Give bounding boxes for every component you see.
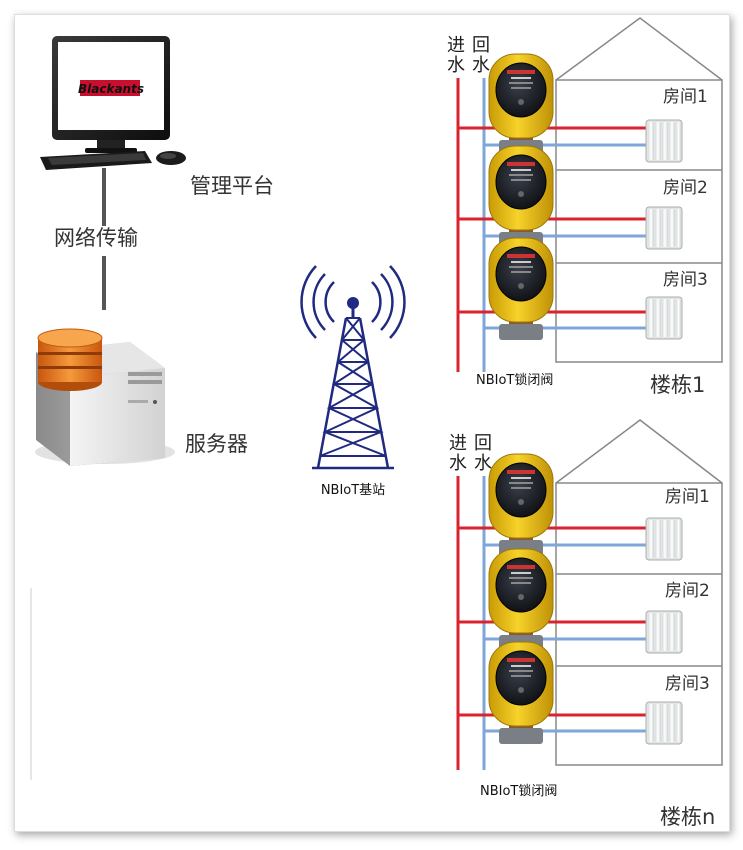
supply-label-1: 进 — [449, 433, 467, 454]
tower-antenna — [347, 297, 359, 309]
base-station-label: NBIoT基站 — [321, 483, 385, 498]
roof — [555, 419, 723, 484]
building-label: 楼栋n — [660, 805, 715, 829]
valve-icon — [488, 453, 554, 557]
room-label: 房间3 — [665, 674, 710, 694]
valve-caption: NBIoT锁闭阀 — [476, 372, 553, 388]
room-label: 房间3 — [663, 270, 708, 290]
management-platform-label: 管理平台 — [190, 174, 274, 198]
building-label: 楼栋1 — [650, 373, 705, 397]
room-label: 房间2 — [665, 581, 710, 601]
logo-text: Blackants — [78, 82, 144, 96]
valve-icon — [488, 641, 554, 745]
return-label-1: 回 — [472, 35, 490, 56]
valve-icon — [488, 548, 554, 652]
logo-bar — [80, 80, 140, 96]
return-label-2: 水 — [472, 55, 490, 76]
radiator-icon — [645, 206, 683, 250]
supply-label-2: 水 — [449, 453, 467, 474]
server-icon — [35, 328, 175, 466]
radiator-icon — [645, 517, 683, 561]
roof — [555, 17, 723, 81]
house-outline — [555, 482, 723, 766]
server-label: 服务器 — [185, 432, 248, 456]
house-outline — [555, 79, 723, 363]
valve-caption: NBIoT锁闭阀 — [480, 783, 557, 799]
supply-label-2: 水 — [447, 55, 465, 76]
return-label-2: 水 — [474, 453, 492, 474]
valve-icon — [488, 237, 554, 341]
monitor-icon — [40, 36, 186, 170]
cell-tower-icon — [300, 265, 406, 470]
network-transmission-label: 网络传输 — [54, 226, 138, 250]
room-label: 房间1 — [665, 487, 710, 507]
return-label-1: 回 — [474, 433, 492, 454]
radiator-icon — [645, 119, 683, 163]
valve-icon — [488, 145, 554, 249]
room-label: 房间2 — [663, 178, 708, 198]
supply-label-1: 进 — [447, 35, 465, 56]
building-n: 进 水 回 水 房间1 房间2 房间3 NBIoT锁闭阀 楼栋n — [449, 419, 723, 829]
radiator-icon — [645, 610, 683, 654]
building-1: 进 水 回 水 房间1 房间2 房间3 NBIoT锁闭阀 楼栋1 — [447, 17, 723, 397]
valve-icon — [488, 53, 554, 157]
radiator-icon — [645, 701, 683, 745]
radiator-icon — [645, 296, 683, 340]
room-label: 房间1 — [663, 87, 708, 107]
